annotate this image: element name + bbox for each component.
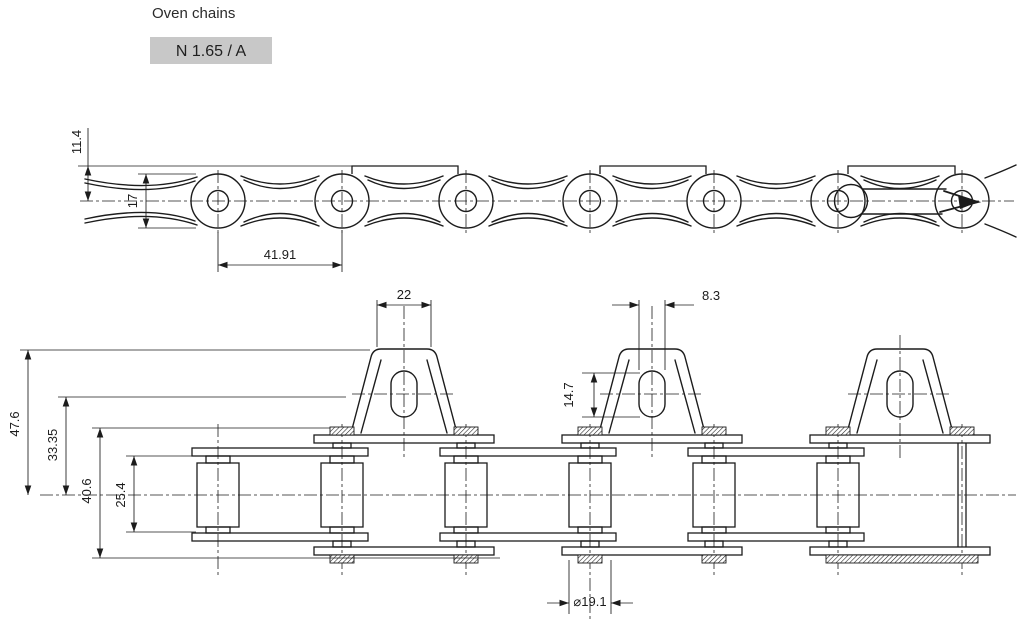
attachment-feet-bottom (329, 554, 979, 564)
dim-plate-height: 17 (125, 173, 196, 229)
header: Oven chains N 1.65 / A (150, 5, 272, 64)
outer-link-plates (313, 434, 991, 556)
attachment-tabs (351, 165, 956, 174)
dim-41-91-label: 41.91 (264, 247, 297, 262)
dim-40-6-label: 40.6 (79, 478, 94, 503)
part-label-box (150, 37, 272, 64)
dim-hole-center-height: 33.35 (45, 396, 346, 495)
dim-8-3-label: 8.3 (702, 288, 720, 303)
dim-22-label: 22 (397, 287, 411, 302)
dim-25-4-label: 25.4 (113, 482, 128, 507)
dim-inner-width: 25.4 (113, 455, 196, 533)
dim-width-over-plates: 40.6 (79, 427, 500, 559)
dim-slot-width: 8.3 (612, 288, 720, 370)
rollers (196, 455, 860, 534)
plan-pin-centerlines (217, 306, 963, 622)
dim-attachment-height: 11.4 (69, 128, 368, 201)
dim-slot-length: 14.7 (561, 372, 640, 418)
page-title: Oven chains (152, 5, 235, 22)
dim-11-4-label: 11.4 (69, 130, 84, 154)
dim-attachment-total-height: 47.6 (7, 349, 370, 495)
clip-strip (825, 554, 979, 564)
spring-clip-detail (833, 183, 982, 219)
chain-front-view: 22 8.3 14.7 47.6 (7, 287, 1016, 622)
dim-17-label: 17 (125, 194, 140, 208)
dim-pitch: 41.91 (217, 230, 343, 272)
part-label: N 1.65 / A (176, 43, 247, 60)
dim-47-6-label: 47.6 (7, 411, 22, 436)
dim-33-35-label: 33.35 (45, 429, 60, 462)
link-plates (84, 164, 1017, 238)
side-pin-centerlines (217, 170, 963, 235)
chain-side-view: 11.4 17 41.91 (69, 128, 1017, 272)
dim-14-7-label: 14.7 (561, 382, 576, 407)
inner-link-plates (191, 447, 865, 542)
dim-roller-diameter: ⌀19.1 (547, 560, 633, 614)
dim-19-1-label: ⌀19.1 (573, 594, 606, 609)
dim-attachment-top-width: 22 (376, 287, 432, 347)
